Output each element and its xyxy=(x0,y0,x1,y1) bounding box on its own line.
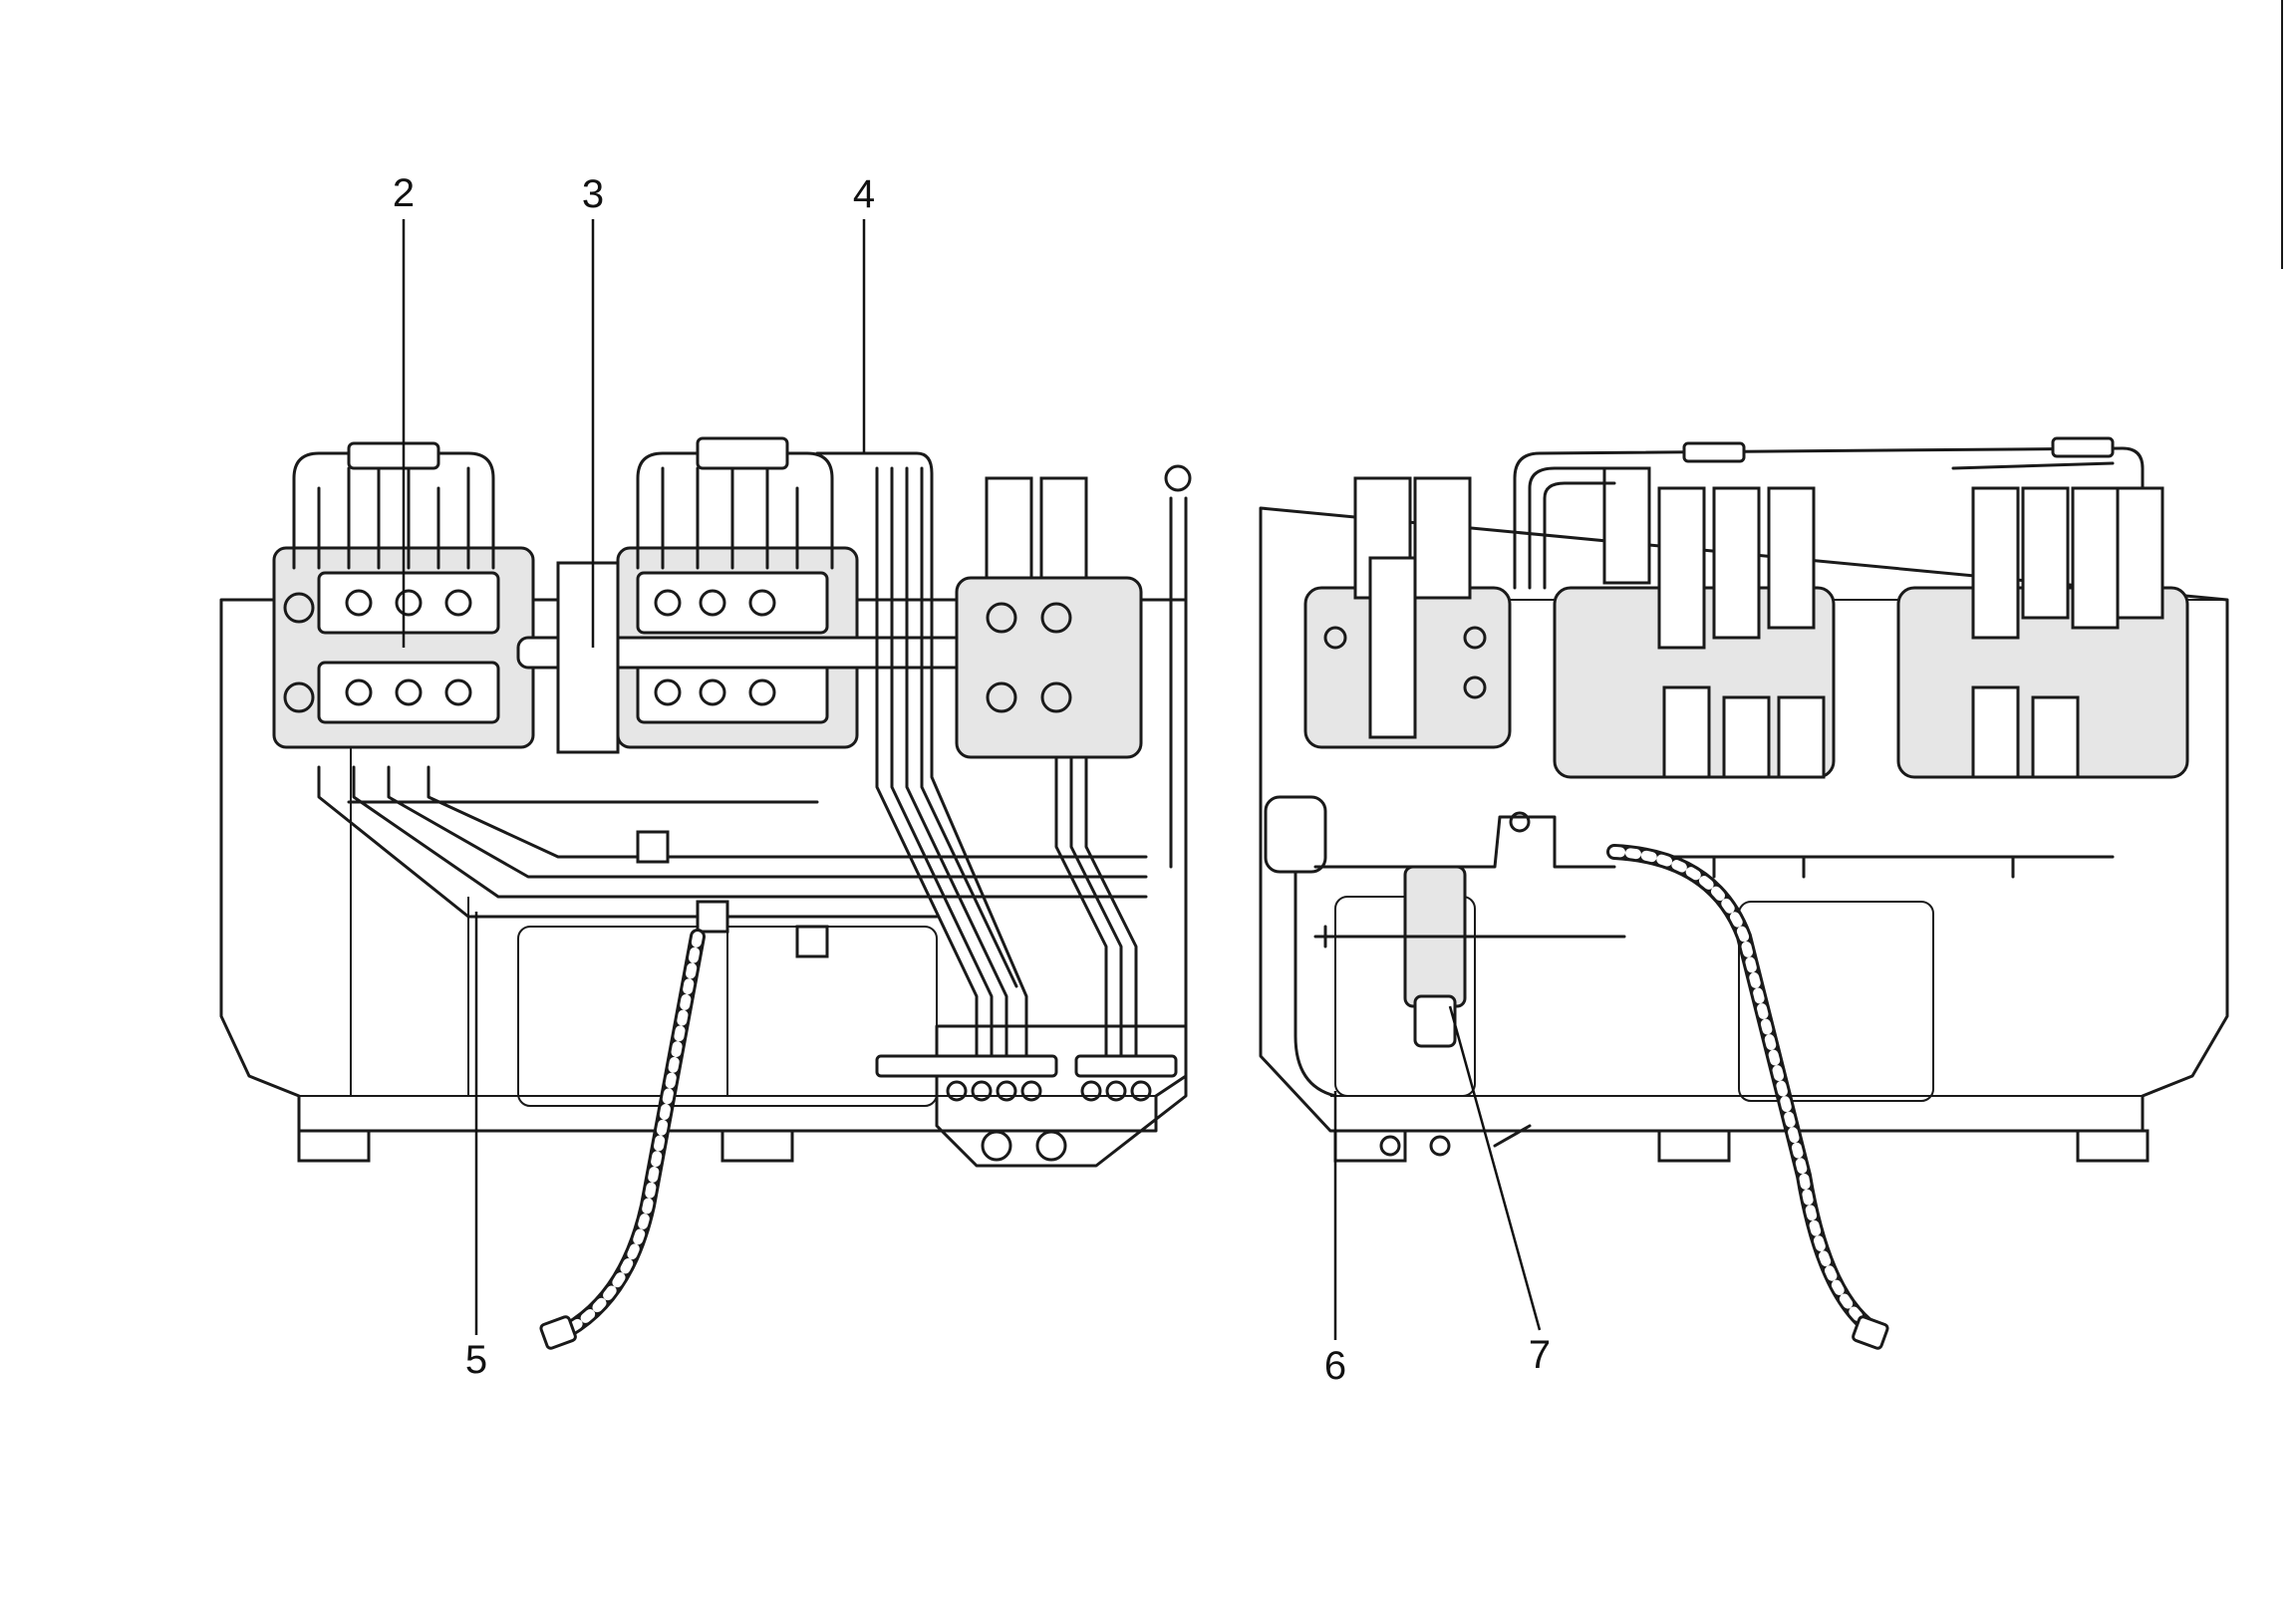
left-view xyxy=(219,436,1192,1350)
left-foot-1 xyxy=(297,1129,371,1163)
pipe-bundle xyxy=(815,451,1138,1058)
accumulator xyxy=(1264,795,1327,874)
callout-5: 5 xyxy=(465,1338,487,1382)
left-foot-2 xyxy=(720,1129,794,1163)
callouts: 2 3 4 5 6 7 xyxy=(393,171,1551,1388)
callout-3: 3 xyxy=(582,172,604,216)
shaft-housing xyxy=(556,561,620,754)
callout-7: 7 xyxy=(1529,1333,1551,1377)
valve-a-bolts xyxy=(283,589,472,713)
callout-2: 2 xyxy=(393,171,415,215)
right-foot-2 xyxy=(1657,1129,1731,1163)
right-view xyxy=(1259,436,2229,1350)
manifold-fittings xyxy=(946,1080,1152,1102)
left-hose xyxy=(560,929,706,1338)
callout-4: 4 xyxy=(853,172,875,216)
callout-6: 6 xyxy=(1324,1344,1346,1388)
right-hose xyxy=(1606,844,1881,1338)
valve-b-bolts xyxy=(654,589,776,706)
right-foot-3 xyxy=(2076,1129,2150,1163)
right-foot-1 xyxy=(1333,1129,1407,1163)
